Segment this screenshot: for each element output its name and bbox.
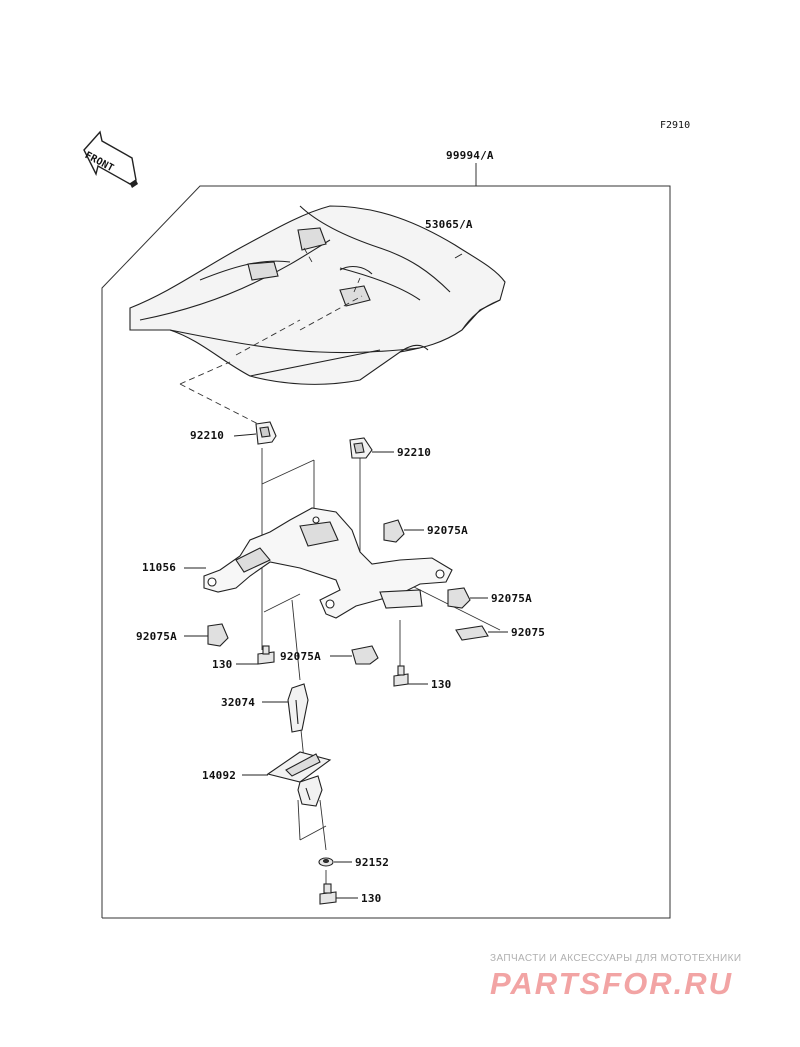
label-pad[interactable]: 92075	[511, 626, 546, 639]
holder-drawing	[266, 751, 332, 807]
label-holder[interactable]: 14092	[202, 769, 237, 782]
watermark-logo: PARTSFOR.RU	[490, 966, 734, 1001]
label-clip-right[interactable]: 92210	[397, 446, 432, 459]
figure-id: F2910	[660, 120, 691, 131]
label-damper-center[interactable]: 92075A	[280, 650, 321, 663]
guide-lines	[179, 247, 363, 427]
front-arrow-icon	[83, 130, 138, 188]
bracket-drawing	[203, 507, 453, 619]
label-bolt-bottom[interactable]: 130	[361, 892, 382, 905]
damper-icon	[207, 519, 471, 665]
label-bracket[interactable]: 11056	[142, 561, 177, 574]
label-damper-top-right[interactable]: 92075A	[427, 524, 468, 537]
label-bolt-left[interactable]: 130	[212, 658, 233, 671]
label-damper-left[interactable]: 92075A	[136, 630, 177, 643]
seat-cover-drawing	[129, 205, 506, 385]
bolt-icon	[257, 645, 409, 905]
label-clip-left[interactable]: 92210	[190, 429, 225, 442]
washer-icon	[318, 857, 334, 867]
label-kit[interactable]: 99994/A	[446, 149, 494, 162]
pad-icon	[455, 625, 489, 641]
assembly-frame	[101, 185, 671, 919]
clip-icon	[255, 421, 373, 459]
leader-lines	[184, 253, 508, 899]
watermark-tagline: ЗАПЧАСТИ И АКСЕССУАРЫ ДЛЯ МОТОТЕХНИКИ	[490, 953, 742, 964]
label-cover[interactable]: 53065/A	[425, 218, 473, 231]
label-bolt-right[interactable]: 130	[431, 678, 452, 691]
label-damper-right[interactable]: 92075A	[491, 592, 532, 605]
assembly-lines	[261, 448, 501, 886]
stay-drawing	[287, 683, 309, 733]
label-washer[interactable]: 92152	[355, 856, 390, 869]
label-stay[interactable]: 32074	[221, 696, 256, 709]
